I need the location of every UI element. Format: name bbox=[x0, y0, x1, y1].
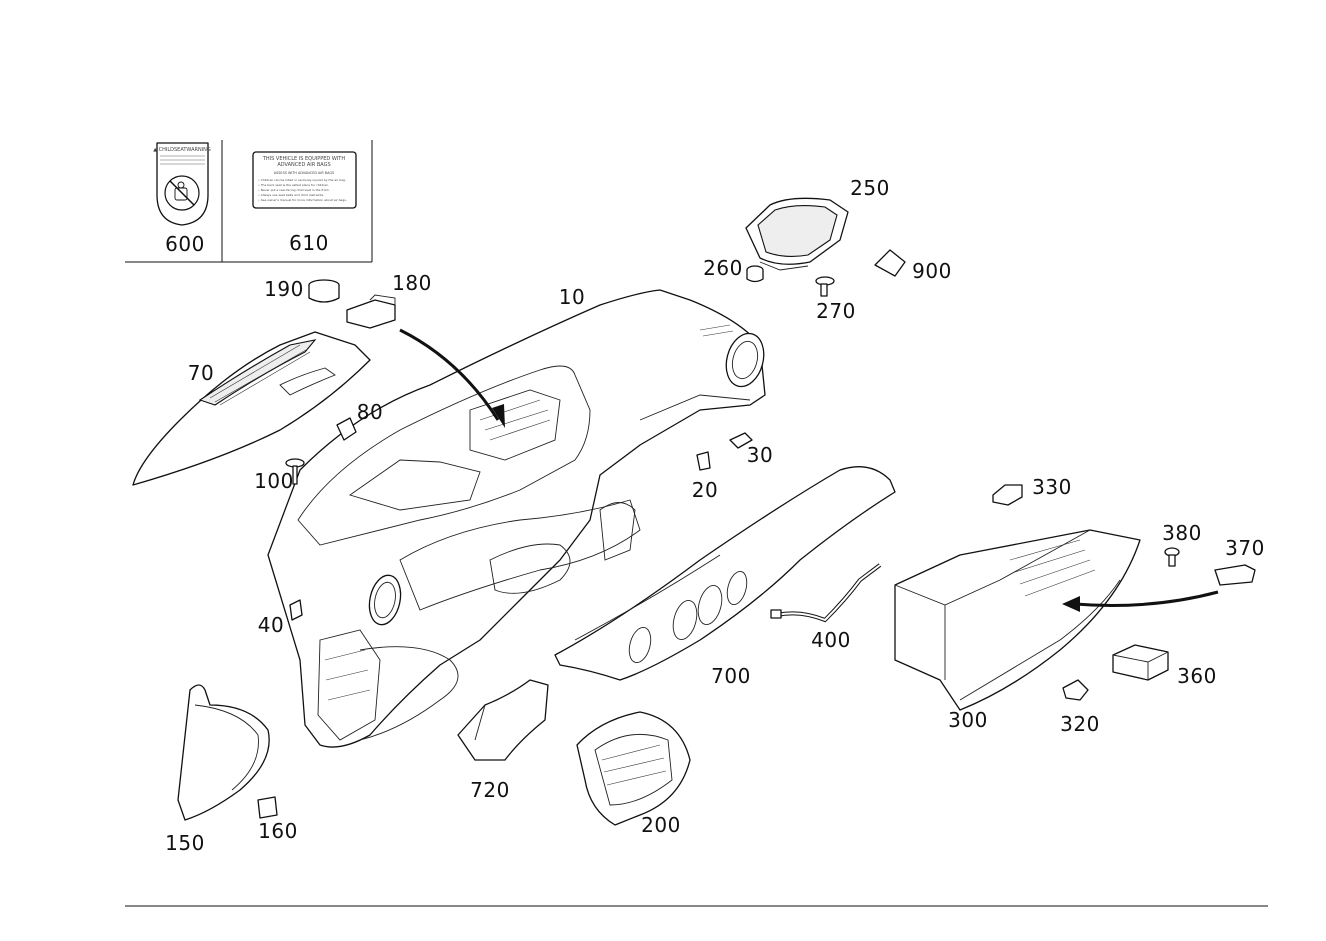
screw-100[interactable] bbox=[285, 458, 305, 485]
callout-270: 270 bbox=[816, 299, 856, 323]
bracket-900[interactable] bbox=[874, 249, 906, 277]
callout-400: 400 bbox=[811, 628, 851, 652]
warning-label-brand: ▲ CHILDSEATWARNING bbox=[153, 147, 211, 153]
callout-160: 160 bbox=[258, 819, 298, 843]
callout-30: 30 bbox=[747, 443, 773, 467]
airbag-notice-label[interactable]: THIS VEHICLE IS EQUIPPED WITH ADVANCED A… bbox=[252, 151, 357, 209]
airbag-notice-bullet: • Never put a rear-facing child seat in … bbox=[258, 188, 330, 192]
lower-trim-200[interactable] bbox=[576, 711, 691, 826]
airbag-notice-line1: THIS VEHICLE IS EQUIPPED WITH bbox=[262, 156, 345, 162]
glovebox-300[interactable] bbox=[894, 529, 1141, 711]
child-seat-warning-label[interactable]: ▲ CHILDSEATWARNING bbox=[153, 142, 211, 226]
tray-360[interactable] bbox=[1112, 644, 1169, 681]
callout-150: 150 bbox=[165, 831, 205, 855]
callout-700: 700 bbox=[711, 664, 751, 688]
airbag-notice-bullet: • Children can be killed or seriously in… bbox=[258, 178, 346, 182]
callout-190: 190 bbox=[264, 277, 304, 301]
callout-250: 250 bbox=[850, 176, 890, 200]
airbag-notice-bullet: • See owner's manual for more informatio… bbox=[258, 198, 347, 202]
callout-40: 40 bbox=[258, 613, 284, 637]
latch-370[interactable] bbox=[1214, 564, 1256, 586]
pad-180[interactable] bbox=[346, 294, 396, 329]
side-panel-150[interactable] bbox=[177, 684, 270, 821]
airbag-notice-line2: ADVANCED AIR BAGS bbox=[277, 162, 330, 168]
callout-320: 320 bbox=[1060, 712, 1100, 736]
dashboard-assembly[interactable] bbox=[267, 289, 769, 748]
labels-panel: ▲ CHILDSEATWARNING 600 THIS VEHICLE IS E… bbox=[125, 140, 373, 263]
clip-160[interactable] bbox=[257, 796, 278, 819]
callout-200: 200 bbox=[641, 813, 681, 837]
screw-270[interactable] bbox=[815, 276, 835, 297]
callout-80: 80 bbox=[357, 400, 383, 424]
callout-720: 720 bbox=[470, 778, 510, 802]
callout-70: 70 bbox=[188, 361, 214, 385]
airbag-notice-bullet: • The back seat is the safest place for … bbox=[258, 183, 329, 187]
callout-300: 300 bbox=[948, 708, 988, 732]
cable-400[interactable] bbox=[770, 563, 882, 623]
latch-320[interactable] bbox=[1062, 679, 1089, 701]
clip-80[interactable] bbox=[336, 417, 357, 441]
clip-30[interactable] bbox=[729, 432, 753, 449]
callout-180: 180 bbox=[392, 271, 432, 295]
airbag-notice-subhead: ASSESS WITH ADVANCED AIR BAGS bbox=[274, 171, 334, 175]
airbag-module-250[interactable] bbox=[745, 197, 849, 271]
screw-380[interactable] bbox=[1164, 547, 1180, 567]
callout-10: 10 bbox=[559, 285, 585, 309]
callout-380: 380 bbox=[1162, 521, 1202, 545]
lower-trim-panel-700[interactable] bbox=[554, 466, 896, 681]
callout-900: 900 bbox=[912, 259, 952, 283]
assembly-arrow-right bbox=[1062, 590, 1219, 612]
callout-330: 330 bbox=[1032, 475, 1072, 499]
top-cover-70[interactable] bbox=[132, 331, 371, 486]
trim-piece-720[interactable] bbox=[457, 679, 549, 761]
airbag-notice-bullet: • Always use seat belts and child restra… bbox=[258, 193, 324, 197]
callout-600: 600 bbox=[165, 232, 205, 256]
callout-260: 260 bbox=[703, 256, 743, 280]
assembly-arrow-left bbox=[399, 328, 505, 428]
child-seat-prohibited-icon bbox=[164, 175, 200, 211]
callout-20: 20 bbox=[692, 478, 718, 502]
clip-20[interactable] bbox=[696, 451, 711, 471]
callout-100: 100 bbox=[254, 469, 294, 493]
callout-370: 370 bbox=[1225, 536, 1265, 560]
bumper-260[interactable] bbox=[746, 265, 764, 283]
grommet-190[interactable] bbox=[308, 279, 340, 303]
callout-610: 610 bbox=[289, 231, 329, 255]
switch-330[interactable] bbox=[992, 484, 1023, 506]
clip-40[interactable] bbox=[289, 599, 303, 621]
callout-360: 360 bbox=[1177, 664, 1217, 688]
